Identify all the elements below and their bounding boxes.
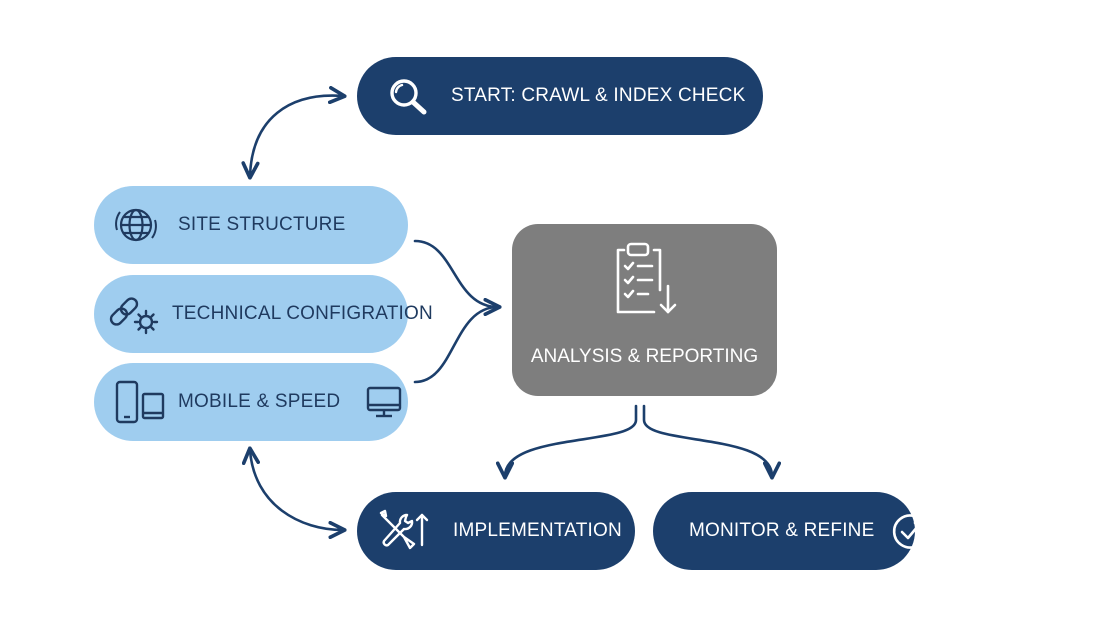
analysis-reporting-label: ANALYSIS & REPORTING (530, 346, 759, 367)
refresh-check-icon (888, 509, 932, 553)
tools-icon (373, 507, 433, 555)
magnifier-icon (383, 76, 437, 116)
site-structure-label: SITE STRUCTURE (178, 214, 346, 235)
arrow-mobile-analysis (413, 305, 500, 384)
site-structure-node: SITE STRUCTURE (94, 186, 408, 264)
link-gear-icon (106, 291, 162, 337)
arrow-mobile-implementation (241, 446, 347, 540)
globe-icon (110, 203, 162, 247)
technical-config-label: TECHNICAL CONFIGRATION (172, 303, 433, 324)
arrow-start-structure (241, 85, 347, 180)
arrow-analysis-monitor (642, 404, 782, 480)
arrow-structure-analysis (413, 239, 502, 317)
monitor-icon (364, 384, 404, 420)
arrow-analysis-implementation (495, 404, 638, 480)
mobile-speed-node: MOBILE & SPEED (94, 363, 408, 441)
start-node: START: CRAWL & INDEX CHECK (357, 57, 763, 135)
analysis-reporting-node: ANALYSIS & REPORTING (512, 224, 777, 396)
monitor-refine-node: MONITOR & REFINE (653, 492, 928, 570)
monitor-refine-label: MONITOR & REFINE (689, 520, 875, 541)
mobile-speed-label: MOBILE & SPEED (178, 391, 341, 412)
implementation-label: IMPLEMENTATION (453, 520, 622, 541)
implementation-node: IMPLEMENTATION (357, 492, 635, 570)
start-label: START: CRAWL & INDEX CHECK (451, 85, 746, 106)
phone-tablet-icon (112, 378, 168, 426)
technical-config-node: TECHNICAL CONFIGRATION (94, 275, 433, 353)
clipboard-checklist-icon (610, 240, 680, 324)
